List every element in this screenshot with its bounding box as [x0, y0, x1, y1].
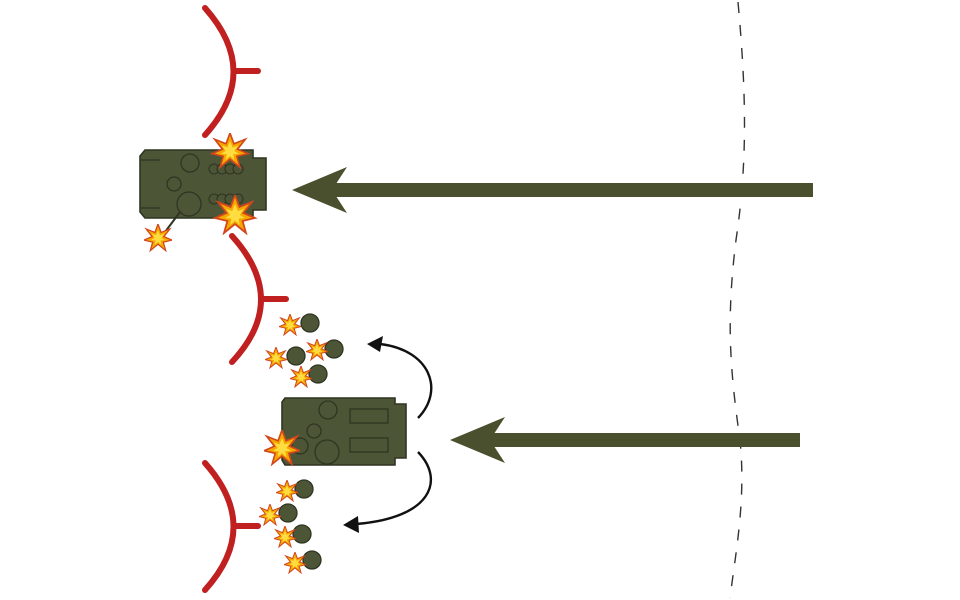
deploy-arrow-down — [343, 451, 433, 533]
soldier-icon — [292, 524, 312, 544]
tank-icon — [281, 397, 407, 466]
soldier-icon — [278, 503, 298, 523]
soldier-icon — [302, 550, 322, 570]
muzzle-flash-icon — [265, 347, 287, 369]
advance-arrow-lower — [450, 417, 800, 463]
soldier-icon — [324, 339, 344, 359]
muzzle-flash-icon — [279, 314, 301, 336]
defense-arc-icon — [229, 233, 289, 365]
soldier-icon — [286, 346, 306, 366]
soldier-icon — [294, 479, 314, 499]
defense-arc-icon — [202, 5, 261, 138]
advance-arrow-upper — [292, 167, 813, 213]
dismounted-squads — [259, 313, 344, 574]
defense-arc-icon — [202, 460, 261, 593]
muzzle-flash-icon — [259, 504, 281, 526]
phase-line — [729, 1, 746, 599]
deploy-arrow-up — [367, 336, 433, 419]
soldier-icon — [300, 313, 320, 333]
soldier-icon — [308, 364, 328, 384]
